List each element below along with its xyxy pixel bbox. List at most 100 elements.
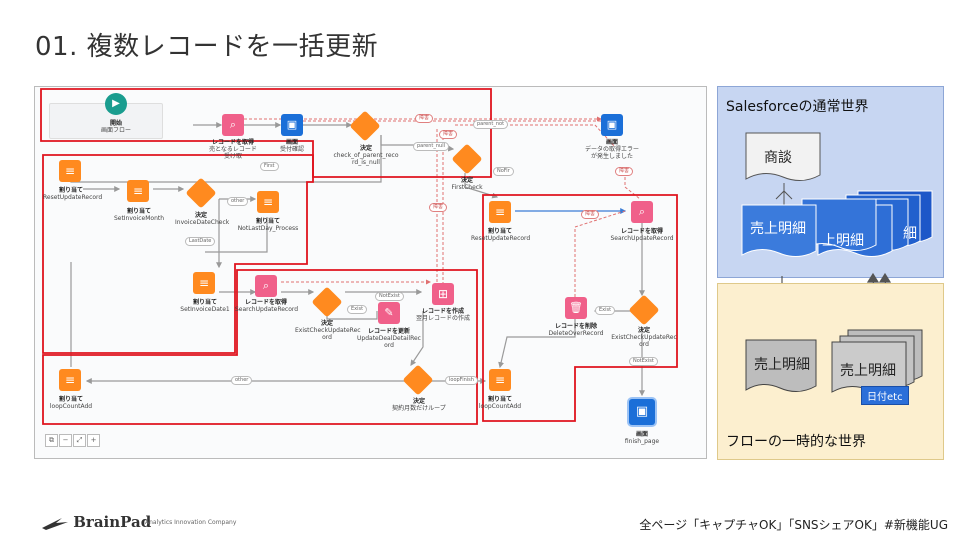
decision-parent-sub2: rd_is_null	[352, 159, 380, 166]
highlight-overlays	[40, 88, 678, 425]
fault-connector-label[interactable]: 障害	[439, 130, 458, 139]
start-title: 開始	[109, 120, 122, 127]
date-etc-tag: 日付etc	[861, 386, 909, 405]
get-records-1-sub2: 受け取	[223, 153, 242, 160]
get-search-right-sub: SearchUpdateRecord	[610, 235, 674, 242]
zoom-out-button[interactable]: −	[59, 434, 72, 447]
delete-record-title: レコードを削除	[554, 323, 597, 330]
assign-date1-sub: SetInvoiceDate1	[180, 306, 230, 313]
update-record-title: レコードを更新	[367, 328, 410, 335]
screen-error-sub2: が発生しました	[590, 153, 633, 160]
assignment-icon[interactable]: ≡	[489, 201, 511, 223]
decision-first-sub: FirstCheck	[451, 184, 483, 191]
assign-reset-sub: ResetUpdateRecord	[43, 194, 103, 201]
assign-lastday-title: 割り当て	[255, 218, 280, 225]
screen-error-sub: データの取得エラー	[584, 146, 639, 153]
outcome-label[interactable]: Exist	[595, 306, 616, 315]
screen-icon[interactable]: ▣	[281, 114, 303, 136]
expand-button[interactable]: ⤢	[73, 434, 86, 447]
outcome-label[interactable]: First	[260, 162, 279, 171]
assign-month-title: 割り当て	[126, 208, 151, 215]
create-record-icon[interactable]: ⊞	[432, 283, 454, 305]
assign-date1-title: 割り当て	[192, 299, 217, 306]
fit-view-button[interactable]: ⧉	[45, 434, 58, 447]
panel-bottom-title: フローの一時的な世界	[726, 434, 866, 450]
outcome-label[interactable]: Exist	[347, 305, 368, 314]
assign-reset-title: 割り当て	[58, 187, 83, 194]
delete-record-icon[interactable]: 🗑	[565, 297, 587, 319]
create-record-sub: 翌月レコードの作成	[415, 315, 470, 322]
panel-bottom-diagram	[745, 329, 923, 394]
decision-parent-title: 決定	[359, 145, 372, 152]
decision-exist-title: 決定	[320, 320, 333, 327]
outcome-label[interactable]: other	[231, 376, 253, 385]
assign-loop-right-title: 割り当て	[487, 396, 512, 403]
update-record-icon[interactable]: ✎	[378, 302, 400, 324]
screen-icon[interactable]: ▣	[629, 399, 655, 425]
zoom-in-button[interactable]: +	[87, 434, 100, 447]
assign-month-sub: SetInvoiceMonth	[113, 215, 165, 222]
decision-exist-right-sub2: ord	[639, 341, 649, 348]
panel-top-diagram	[741, 132, 933, 257]
screen-icon[interactable]: ▣	[601, 114, 623, 136]
doc-meisai-label: 売上明細	[750, 221, 806, 237]
fault-connector-label[interactable]: 障害	[429, 203, 448, 212]
assign-lastday-sub: NotLastDay_Process	[237, 225, 299, 232]
assign-loop-left-title: 割り当て	[58, 396, 83, 403]
assignment-icon[interactable]: ≡	[59, 160, 81, 182]
decision-parent-sub: check_of_parent_reco	[333, 152, 399, 159]
outcome-label[interactable]: NotExist	[375, 292, 404, 301]
decision-exist-right-sub: ExistCheckUpdateRec	[611, 334, 677, 341]
get-search-title: レコードを取得	[244, 299, 287, 306]
get-search-sub: SearchUpdateRecord	[235, 306, 299, 313]
assignment-icon[interactable]: ≡	[257, 191, 279, 213]
screen-1-sub: 受付確認	[279, 146, 304, 153]
get-records-1-title: レコードを取得	[211, 139, 254, 146]
get-records-icon[interactable]: ⌕	[255, 275, 277, 297]
assignment-icon[interactable]: ≡	[193, 272, 215, 294]
footer-note: 全ページ「キャプチャOK」「SNSシェアOK」#新機能UG	[639, 518, 948, 532]
decision-exist-sub2: ord	[322, 334, 332, 341]
flow-temporary-world-panel: 売上明細 売上明細 日付etc フローの一時的な世界	[717, 283, 944, 460]
create-record-title: レコードを作成	[421, 308, 464, 315]
assignment-icon[interactable]: ≡	[127, 180, 149, 202]
outcome-label[interactable]: NoFir	[493, 167, 514, 176]
assign-loop-right-sub: loopCountAdd	[478, 403, 522, 410]
screen-finish-title: 画面	[635, 431, 648, 438]
fault-connector-label[interactable]: 障害	[581, 210, 600, 219]
slide-title: 01. 複数レコードを一括更新	[35, 32, 379, 62]
screen-finish-sub: finish_page	[624, 438, 660, 445]
assign-reset-right-sub: ResetUpdateRecord	[471, 235, 531, 242]
screen-1-title: 画面	[285, 139, 298, 146]
start-icon[interactable]: ▶	[105, 93, 127, 115]
outcome-label[interactable]: parent_null	[413, 142, 450, 151]
screen-error-title: 画面	[605, 139, 618, 146]
outcome-label[interactable]: NotExist	[629, 357, 658, 366]
decision-first-title: 決定	[460, 177, 473, 184]
panel-top-title: Salesforceの通常世界	[726, 99, 869, 115]
assignment-icon[interactable]: ≡	[489, 369, 511, 391]
outcome-label[interactable]: parent_not	[473, 120, 509, 129]
decision-invoice-sub: InvoiceDateCheck	[175, 219, 230, 226]
get-records-icon[interactable]: ⌕	[222, 114, 244, 136]
start-sub: 画面フロー	[100, 127, 131, 134]
delete-record-sub: DeleteOverRecord	[548, 330, 604, 337]
flow-builder-canvas[interactable]: ▶ 開始画面フロー ⌕ レコードを取得売となるレコード受け取 ▣ 画面受付確認 …	[34, 86, 707, 459]
get-search-right-title: レコードを取得	[620, 228, 663, 235]
assign-loop-left-sub: loopCountAdd	[49, 403, 93, 410]
doc-meisai-stack-label-2: 細	[903, 226, 917, 242]
outcome-label[interactable]: loopFinish	[445, 376, 478, 385]
fault-connector-label[interactable]: 障害	[415, 114, 434, 123]
get-records-icon[interactable]: ⌕	[631, 201, 653, 223]
salesforce-normal-world-panel: Salesforceの通常世界 商談 上明細 細 売上明細	[717, 86, 944, 278]
decision-exist-sub: ExistCheckUpdateRec	[295, 327, 361, 334]
brainpad-logo: BrainPad	[42, 513, 151, 531]
assignment-icon[interactable]: ≡	[59, 369, 81, 391]
logo-tagline: Analytics Innovation Company	[145, 519, 237, 526]
outcome-label[interactable]: LastDate	[185, 237, 216, 246]
update-record-sub2: ord	[384, 342, 394, 349]
logo-text: BrainPad	[73, 513, 152, 531]
fault-connector-label[interactable]: 障害	[615, 167, 634, 176]
doc-shodan-label: 商談	[764, 150, 792, 166]
outcome-label[interactable]: other	[227, 197, 249, 206]
